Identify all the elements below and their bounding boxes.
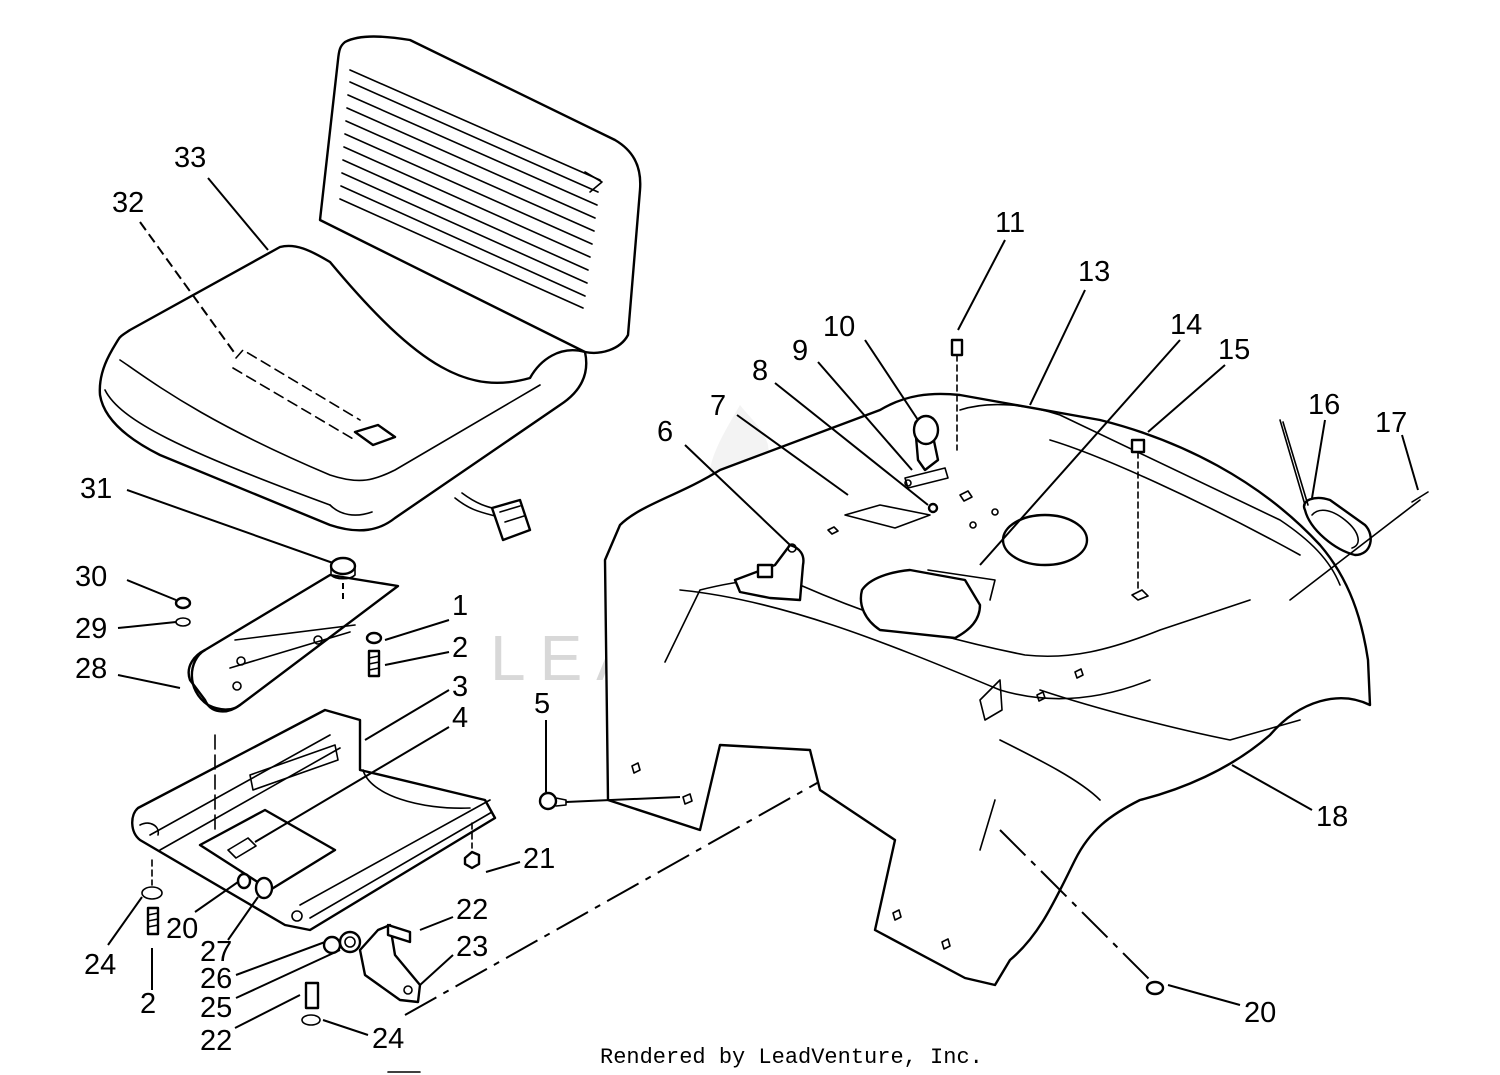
callout-33: 33: [174, 142, 206, 174]
seat-bracket: [187, 556, 400, 713]
callout-13: 13: [1078, 256, 1110, 288]
callout-29: 29: [75, 613, 107, 645]
footer-credit: Rendered by LeadVenture, Inc.: [600, 1045, 983, 1070]
fender: [538, 338, 1429, 996]
callout-24b: 24: [372, 1023, 404, 1055]
callout-2: 2: [452, 632, 468, 664]
callout-20: 20: [166, 913, 198, 945]
callout-3: 3: [452, 671, 468, 703]
callout-16: 16: [1308, 389, 1340, 421]
callout-32: 32: [112, 187, 144, 219]
callout-27: 27: [200, 936, 232, 968]
seat: [98, 35, 642, 542]
callout-20b: 20: [1244, 997, 1276, 1029]
callout-5: 5: [534, 688, 550, 720]
callout-6: 6: [657, 416, 673, 448]
callouts: 1 2 2 3 4 5 6 7 8 9 10 11 13 14 15 16 17: [75, 142, 1419, 1057]
callout-26: 26: [200, 963, 232, 995]
callout-11: 11: [995, 207, 1025, 239]
callout-31: 31: [80, 473, 112, 505]
callout-18: 18: [1316, 801, 1348, 833]
callout-4: 4: [452, 702, 468, 734]
callout-22b: 22: [200, 1025, 232, 1057]
callout-21: 21: [523, 843, 555, 875]
callout-25: 25: [200, 992, 232, 1024]
callout-8: 8: [752, 355, 768, 387]
callout-1: 1: [452, 590, 468, 622]
callout-10: 10: [823, 311, 855, 343]
callout-15: 15: [1218, 334, 1250, 366]
mounting-plate: [131, 708, 497, 932]
callout-9: 9: [792, 335, 808, 367]
callout-7: 7: [710, 390, 726, 422]
callout-23: 23: [456, 931, 488, 963]
callout-2b: 2: [140, 988, 156, 1020]
callout-22: 22: [456, 894, 488, 926]
callout-14: 14: [1170, 309, 1202, 341]
callout-24: 24: [84, 949, 116, 981]
callout-28: 28: [75, 653, 107, 685]
callout-17: 17: [1375, 407, 1407, 439]
callout-30: 30: [75, 561, 107, 593]
